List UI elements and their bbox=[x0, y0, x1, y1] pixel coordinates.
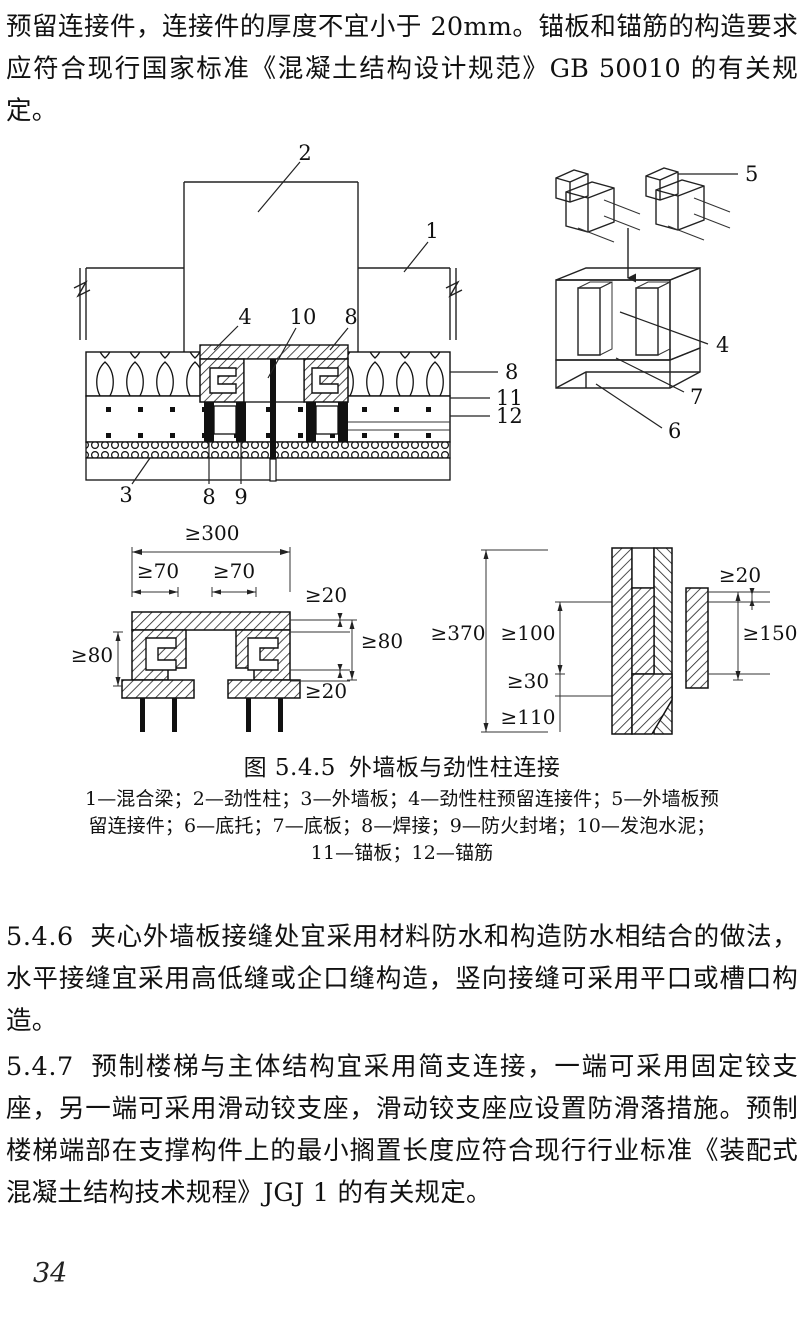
figure-5-4-5: 2 1 4 10 8 8 11 12 3 8 bbox=[0, 140, 804, 890]
section-5-4-7-label: 5.4.7 bbox=[6, 1052, 74, 1082]
dim-20-bottom: ≥20 bbox=[305, 679, 347, 703]
dim-80-right: ≥80 bbox=[361, 629, 403, 653]
base-assembly bbox=[555, 266, 701, 389]
iso-callout-4: 4 bbox=[716, 333, 729, 357]
section-view: 2 1 4 10 8 8 11 12 3 8 bbox=[73, 141, 523, 509]
figure-legend-line-2: 留连接件；6—底托；7—底板；8—焊接；9—防火封堵；10—发泡水泥； bbox=[88, 815, 716, 837]
dim-30: ≥30 bbox=[507, 669, 549, 693]
figure-drawing: 2 1 4 10 8 8 11 12 3 8 bbox=[71, 141, 798, 735]
intro-paragraph: 预留连接件，连接件的厚度不宜小于 20mm。锚板和锚筋的构造要求应符合现行国家标… bbox=[6, 12, 798, 126]
connector-piece-left bbox=[555, 169, 641, 243]
section-callout-8-left: 8 bbox=[202, 485, 215, 509]
figure-legend-line-3: 11—锚板；12—锚筋 bbox=[310, 842, 494, 864]
section-callout-4: 4 bbox=[238, 305, 251, 329]
dim-20-right: ≥20 bbox=[719, 563, 761, 587]
section-5-4-6-label: 5.4.6 bbox=[6, 922, 74, 952]
iso-callout-6: 6 bbox=[668, 419, 681, 443]
dim-300: ≥300 bbox=[185, 521, 240, 545]
dim-80-left: ≥80 bbox=[71, 643, 113, 667]
dim-150: ≥150 bbox=[743, 621, 798, 645]
section-callout-8-mid: 9 bbox=[234, 485, 247, 509]
figure-caption-title: 外墙板与劲性柱连接 bbox=[348, 755, 561, 781]
section-callout-3: 3 bbox=[119, 483, 132, 507]
section-callout-12: 12 bbox=[496, 404, 523, 428]
section-callout-10: 10 bbox=[290, 305, 317, 329]
dim-20-top: ≥20 bbox=[305, 583, 347, 607]
dim-110: ≥110 bbox=[501, 705, 556, 729]
section-5-4-6-text: 夹心外墙板接缝处宜采用材料防水和构造防水相结合的做法，水平接缝宜采用高低缝或企口… bbox=[6, 922, 798, 1036]
isometric-view: 5 bbox=[555, 162, 758, 443]
detail-right-view: ≥370 ≥100 ≥30 ≥110 bbox=[431, 547, 798, 735]
connector-piece-right bbox=[645, 167, 731, 241]
section-callout-9: 8 bbox=[505, 360, 518, 384]
dim-70-left: ≥70 bbox=[137, 559, 179, 583]
figure-legend-line-1: 1—混合梁；2—劲性柱；3—外墙板；4—劲性柱预留连接件；5—外墙板预 bbox=[85, 788, 719, 810]
section-callout-11: 11 bbox=[496, 386, 523, 410]
section-5-4-7-text: 预制楼梯与主体结构宜采用简支连接，一端可采用固定铰支座，另一端可采用滑动铰支座，… bbox=[6, 1052, 798, 1208]
dim-370: ≥370 bbox=[431, 621, 486, 645]
section-callout-2: 2 bbox=[298, 141, 311, 165]
page-number: 34 bbox=[33, 1258, 68, 1289]
section-callout-8-top: 8 bbox=[344, 305, 357, 329]
figure-caption: 图 5.4.5 外墙板与劲性柱连接 bbox=[0, 748, 804, 782]
figure-caption-number: 图 5.4.5 bbox=[243, 755, 336, 781]
iso-callout-7: 7 bbox=[690, 385, 703, 409]
section-callout-1: 1 bbox=[425, 219, 438, 243]
iso-callout-5: 5 bbox=[745, 162, 758, 186]
dim-100: ≥100 bbox=[501, 621, 556, 645]
dim-70-right: ≥70 bbox=[213, 559, 255, 583]
detail-left-view: ≥300 ≥70 ≥70 bbox=[71, 521, 403, 732]
